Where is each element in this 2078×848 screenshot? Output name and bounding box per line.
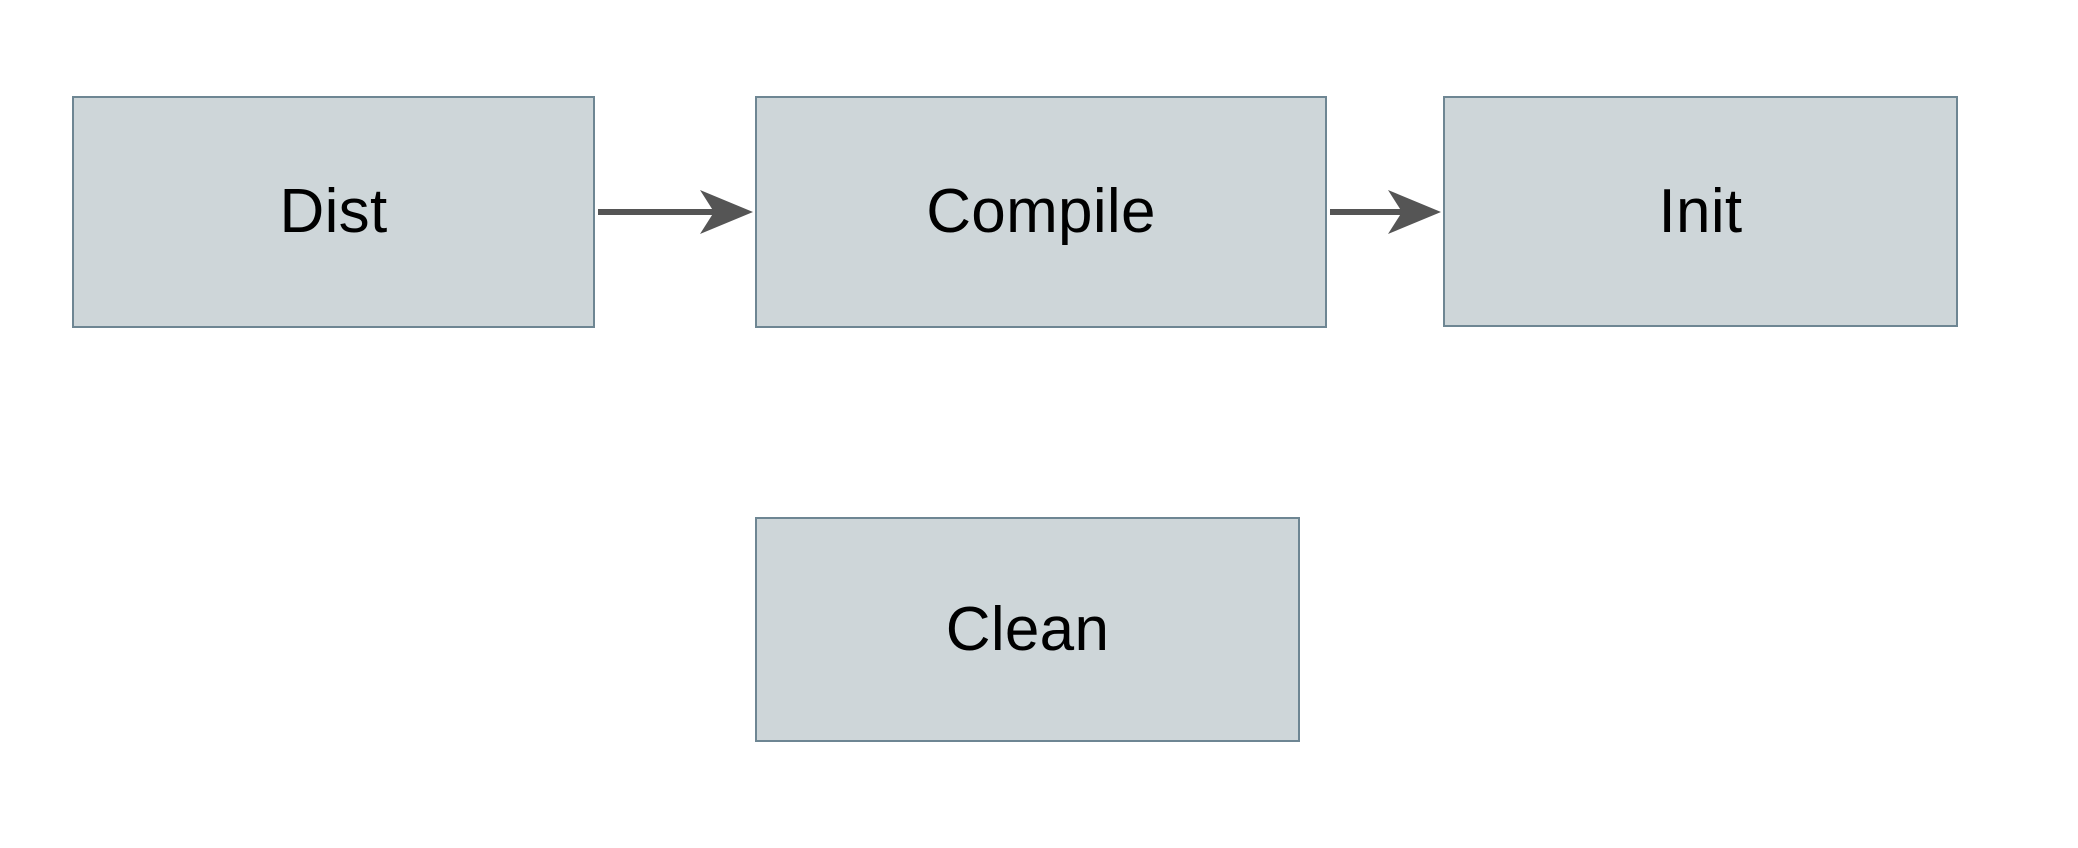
edge-compile-to-init <box>1330 190 1441 234</box>
node-compile-label: Compile <box>926 177 1156 246</box>
node-dist[interactable]: Dist <box>72 96 595 328</box>
node-clean-label: Clean <box>945 594 1110 664</box>
node-clean[interactable]: Clean <box>755 517 1300 742</box>
edge-dist-to-compile <box>598 190 753 234</box>
node-dist-label: Dist <box>279 177 388 246</box>
node-init[interactable]: Init <box>1443 96 1958 327</box>
node-init-label: Init <box>1658 176 1743 246</box>
node-compile[interactable]: Compile <box>755 96 1327 328</box>
